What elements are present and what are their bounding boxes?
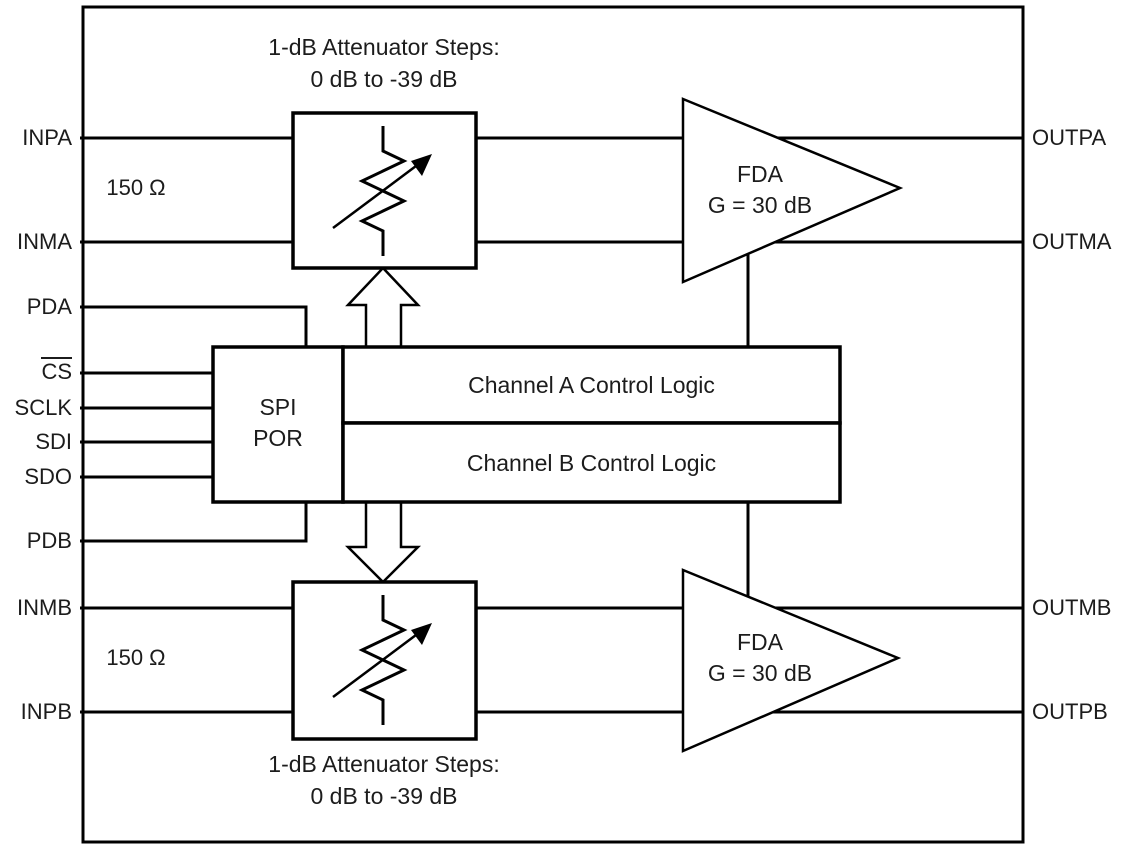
pin-label-outmb: OUTMB xyxy=(1032,595,1112,620)
trace-pda xyxy=(80,305,308,348)
fda-a-triangle xyxy=(681,97,904,284)
pin-label-inma: INMA xyxy=(17,229,72,254)
trace-pdb xyxy=(80,501,308,543)
pin-label-inpb: INPB xyxy=(20,699,72,724)
channel-b-box xyxy=(341,421,842,504)
cs-overline-text: CS xyxy=(41,357,72,384)
signal-traces xyxy=(80,136,1023,714)
pin-label-outma: OUTMA xyxy=(1032,229,1112,254)
pin-label-sdo: SDO xyxy=(24,464,72,489)
fda-b-line2: G = 30 dB xyxy=(707,660,813,686)
logic-blocks xyxy=(211,345,842,504)
channel-b-control-logic-label: Channel B Control Logic xyxy=(466,450,717,476)
variable-resistor-a-icon xyxy=(332,126,432,256)
channel-a-box xyxy=(341,345,842,425)
fda-a-label: FDA G = 30 dB xyxy=(650,159,870,221)
fda-b-line1: FDA xyxy=(737,629,783,655)
attenuator-a-title: 1-dB Attenuator Steps: 0 dB to -39 dB xyxy=(224,32,544,95)
fda-b-label: FDA G = 30 dB xyxy=(650,627,870,689)
attenuator-a-title-line2: 0 dB to -39 dB xyxy=(310,65,458,92)
variable-resistor-b-icon xyxy=(332,595,432,725)
pin-label-outpb: OUTPB xyxy=(1032,699,1108,724)
pin-label-pdb: PDB xyxy=(26,528,72,553)
hollow-arrow-up-icon xyxy=(345,266,421,347)
spi-por-label: SPI POR xyxy=(198,392,358,454)
device-outline xyxy=(81,5,1025,844)
pin-label-outpa: OUTPA xyxy=(1032,125,1107,150)
input-resistance-a-label: 150 Ω xyxy=(106,175,166,200)
attenuator-b-title: 1-dB Attenuator Steps: 0 dB to -39 dB xyxy=(224,749,544,812)
pin-label-sclk: SCLK xyxy=(14,395,72,420)
spi-line1: SPI xyxy=(259,394,297,420)
fda-a-line2: G = 30 dB xyxy=(707,192,813,218)
spi-line2: POR xyxy=(253,425,303,451)
hollow-arrow-down-icon xyxy=(344,503,422,584)
pin-label-sdi: SDI xyxy=(35,429,72,454)
pin-label-inmb: INMB xyxy=(17,595,72,620)
fda-a-line1: FDA xyxy=(737,161,783,187)
fda-b-triangle xyxy=(681,568,902,753)
attenuator-b-title-line2: 0 dB to -39 dB xyxy=(310,782,458,809)
attenuator-a-title-line1: 1-dB Attenuator Steps: xyxy=(268,34,500,60)
attenuator-b-title-line1: 1-dB Attenuator Steps: xyxy=(268,751,500,777)
pin-label-inpa: INPA xyxy=(22,125,72,150)
fda-triangles xyxy=(681,97,904,753)
channel-a-control-logic-label: Channel A Control Logic xyxy=(468,372,715,398)
pin-label-cs: CS xyxy=(0,357,72,386)
input-resistance-b-label: 150 Ω xyxy=(106,645,166,670)
pin-label-pda: PDA xyxy=(26,294,72,319)
